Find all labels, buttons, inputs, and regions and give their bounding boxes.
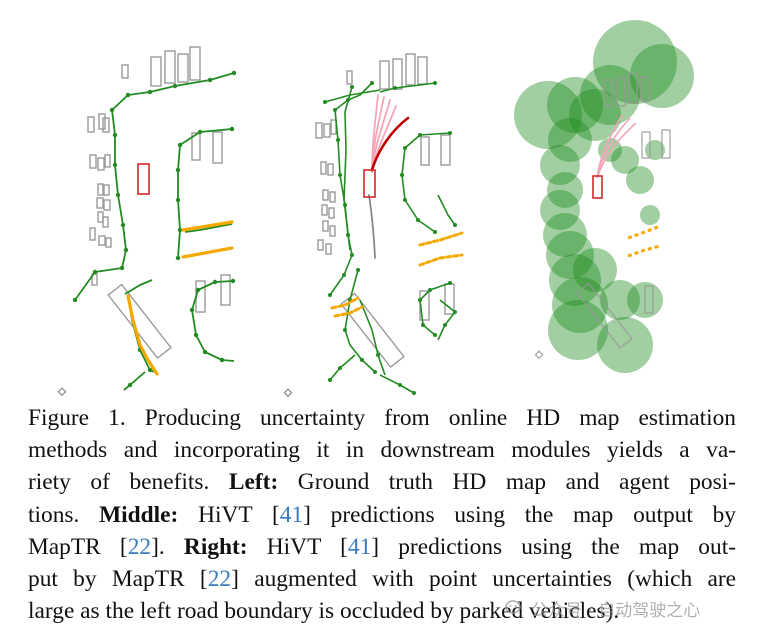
lane-dividers (627, 224, 661, 258)
road-boundaries (324, 82, 456, 394)
ego-vehicle (363, 169, 376, 198)
road-boundary-points (72, 70, 237, 388)
caption-label: Figure 1. (28, 405, 126, 431)
panel-middle-hivt-maptr (283, 53, 464, 398)
ego-vehicle (137, 163, 150, 195)
lane-dividers (330, 231, 464, 318)
panel-left-ground-truth (57, 46, 237, 397)
citation-link-22[interactable]: 22 (207, 566, 232, 593)
parked-vehicles (57, 46, 231, 397)
uncertainty-ellipses (514, 20, 694, 373)
agent-trajectory-predictions (596, 114, 637, 179)
citation-link-41[interactable]: 41 (347, 533, 372, 560)
figure-caption: Figure 1. Producing uncertainty from onl… (28, 405, 736, 625)
parked-vehicles (534, 73, 671, 360)
figure-1-panels (57, 20, 694, 398)
lane-dividers (126, 220, 234, 376)
caption-left-heading: Left: (228, 469, 279, 496)
wechat-icon (505, 600, 521, 614)
watermark-text: 公众号 · 自动驾驶之心 (531, 600, 701, 621)
caption-right-heading: Right: (183, 533, 248, 560)
road-boundary-points (323, 81, 457, 395)
parked-vehicles (283, 53, 455, 398)
ego-vehicle (592, 175, 603, 199)
caption-middle-heading: Middle: (99, 501, 179, 528)
watermark: 公众号 · 自动驾驶之心 (505, 593, 740, 623)
citation-link-22[interactable]: 22 (127, 533, 152, 560)
citation-link-41[interactable]: 41 (279, 501, 304, 528)
agent-trajectory-predictions (368, 94, 410, 259)
panel-right-hivt-maptr-uncertainty (514, 20, 694, 373)
